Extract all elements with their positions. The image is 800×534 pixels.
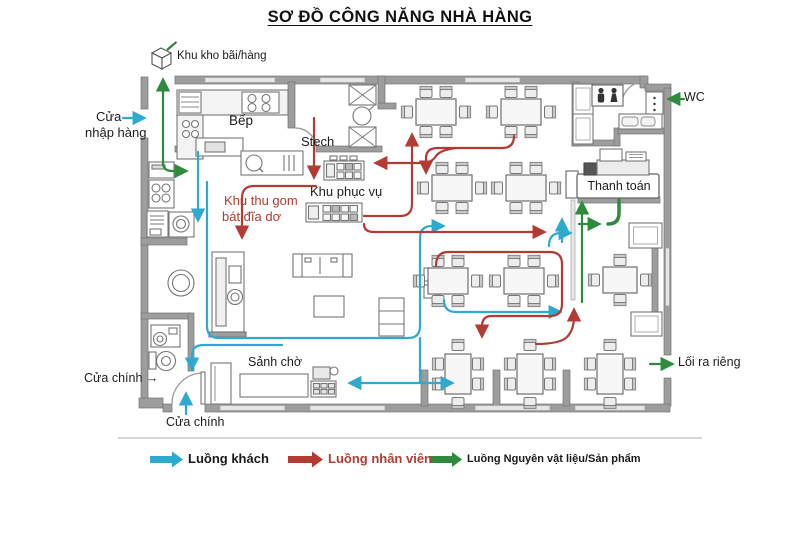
legend-arrow-customer <box>150 451 183 468</box>
label-service-area: Khu phục vụ <box>310 184 383 199</box>
flow-material <box>155 77 686 372</box>
legend-arrow-material <box>430 452 462 467</box>
dining-tables <box>400 85 653 410</box>
staff-loop-arrow <box>434 250 564 339</box>
pos-machine <box>310 366 339 398</box>
kitchen-counters <box>176 89 289 160</box>
dish-collection-station <box>208 251 247 338</box>
page-title: SƠ ĐỒ CÔNG NĂNG NHÀ HÀNG <box>267 8 533 26</box>
material-kitchen-arrow <box>161 160 189 179</box>
staff-return-arrow <box>534 307 582 346</box>
dining-table-4 <box>490 161 562 215</box>
customer-pos-arrow <box>347 336 422 391</box>
service-rack-top <box>323 155 365 181</box>
main-door-arc <box>171 372 204 405</box>
stech-equipment <box>348 84 377 148</box>
waiting-bench <box>239 373 309 398</box>
staff-service-arrow <box>373 146 458 171</box>
label-main-door-side: Cửa chính → <box>84 371 159 385</box>
dining-table-1 <box>400 85 472 139</box>
dining-table-10 <box>583 338 637 410</box>
kitchen-prep-table <box>240 150 304 176</box>
service-rack-bottom <box>305 202 363 223</box>
customer-main-loop <box>205 180 446 340</box>
dining-table-9 <box>503 338 557 410</box>
label-receiving-door-2: nhập hàng <box>85 125 147 140</box>
dining-table-3 <box>416 161 488 215</box>
cash-register <box>583 148 650 176</box>
legend-staff-label: Luồng nhân viên <box>328 451 432 466</box>
label-wc: WC <box>684 90 705 104</box>
staff-dish-arrow <box>234 184 318 240</box>
legend-customer-label: Luồng khách <box>188 451 269 466</box>
label-receiving-door-1: Cửa <box>96 109 122 124</box>
staff-up-arrow <box>362 132 420 218</box>
label-dish-collection-2: bát đĩa dơ <box>222 209 282 224</box>
wc-fixtures <box>572 83 664 145</box>
female-restroom-icon <box>610 87 618 102</box>
coffee-table <box>313 295 345 318</box>
label-dish-collection-1: Khu thu gom <box>224 193 298 208</box>
dining-table-5 <box>412 254 484 308</box>
dining-table-7 <box>587 253 653 307</box>
staff-toilet-fixtures <box>148 324 181 372</box>
dining-table-6 <box>488 254 560 308</box>
flow-staff <box>234 116 582 346</box>
right-booths <box>628 222 663 337</box>
furniture <box>146 41 664 405</box>
legend-material-label: Luồng Nguyên vật liệu/Sản phẩm <box>467 453 641 465</box>
label-stech: Stech <box>301 134 335 149</box>
flow-customer <box>121 110 573 416</box>
label-waiting-lounge: Sảnh chờ <box>248 355 303 369</box>
staff-corridor-arrow <box>362 222 547 240</box>
walls <box>138 75 672 413</box>
entrance-door-panel <box>200 362 232 405</box>
label-private-exit: Lối ra riêng <box>678 355 741 369</box>
staff-drop-arrow <box>418 134 516 175</box>
label-main-door-bottom: Cửa chính <box>166 415 225 429</box>
storage-box-icon <box>150 41 178 70</box>
male-restroom-icon <box>597 87 605 103</box>
dishwash-equipment <box>146 161 195 297</box>
legend-graphics <box>118 437 702 468</box>
legend-arrow-staff <box>288 451 323 468</box>
dining-table-2 <box>485 85 557 139</box>
label-payment-counter: Thanh toán <box>587 179 651 193</box>
lounge-sofa <box>292 253 353 278</box>
customer-waiting-arrow <box>184 343 284 372</box>
customer-elbow-arrow <box>547 225 573 248</box>
kitchen-door-arc <box>294 127 318 151</box>
dining-table-8 <box>431 338 485 410</box>
customer-dining-arrow <box>442 298 563 320</box>
label-storage-area: Khu kho bãi/hàng <box>177 50 267 62</box>
label-kitchen: Bếp <box>229 113 254 128</box>
bookshelf <box>378 297 405 337</box>
material-elbow <box>606 198 621 226</box>
